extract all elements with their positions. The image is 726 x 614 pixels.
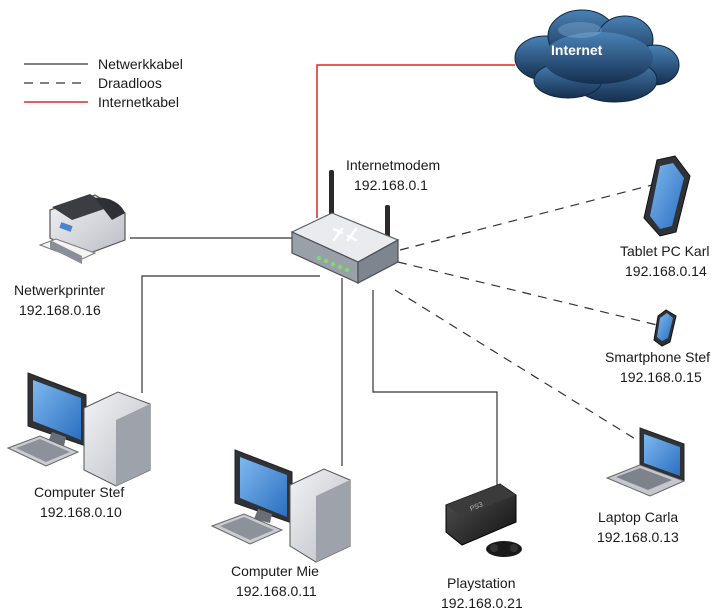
computer-mie-name: Computer Mie [231,563,319,579]
game-console-icon: PS3 [445,483,522,557]
wireless-laptop [394,289,646,446]
cable-computer-stef [141,275,320,393]
legend-internet-cable-label: Internetkabel [98,94,179,110]
internet-label: Internet [551,42,603,58]
legend-wireless-label: Draadloos [98,75,162,91]
modem-ip: 192.168.0.1 [354,177,428,193]
modem-name: Internetmodem [346,157,440,173]
cable-playstation [372,290,498,490]
tablet-karl-name: Tablet PC Karl [620,243,709,259]
legend-network-cable-label: Netwerkkabel [98,56,183,72]
laptop-carla-name: Laptop Carla [598,509,678,525]
computer-stef-name: Computer Stef [34,484,124,500]
tablet-karl-ip: 192.168.0.14 [625,263,707,279]
svg-text:PS3: PS3 [469,501,484,512]
smartphone-stef-name: Smartphone Stef [605,349,710,365]
computer-stef-ip: 192.168.0.10 [40,504,122,520]
printer-icon [38,194,126,264]
laptop-icon [605,427,686,497]
smartphone-stef-ip: 192.168.0.15 [620,369,702,385]
wireless-tablet [399,184,653,251]
internet-cable-line [316,64,515,218]
tablet-icon [643,155,691,237]
cloud-icon: Internet [514,9,680,103]
printer-ip: 192.168.0.16 [19,302,101,318]
playstation-name: Playstation [447,575,515,591]
legend: Netwerkkabel Draadloos Internetkabel [24,56,183,110]
playstation-ip: 192.168.0.21 [441,595,523,611]
computer-mie-ip: 192.168.0.11 [236,583,317,599]
connections [130,64,658,490]
router-icon: Internetmodem 192.168.0.1 [290,157,440,284]
desktop-computer-icon [210,449,351,563]
wireless-smartphone [397,261,658,326]
smartphone-icon [653,309,677,347]
printer-name: Netwerkprinter [14,282,105,298]
laptop-carla-ip: 192.168.0.13 [597,529,679,545]
desktop-computer-icon [6,372,151,487]
